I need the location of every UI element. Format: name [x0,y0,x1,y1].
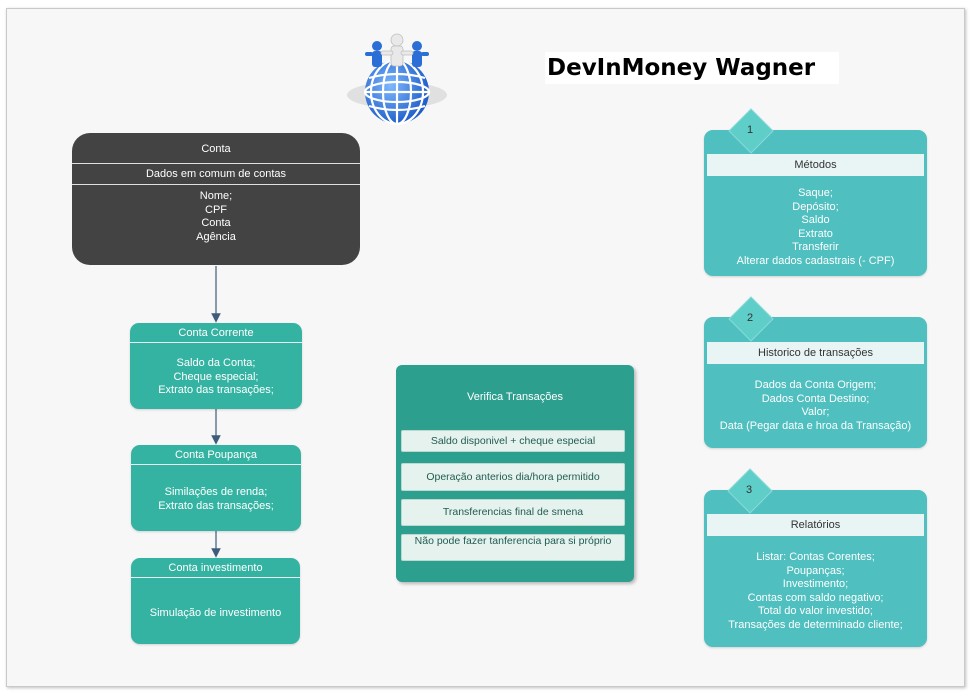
verifica-transacoes-box: Verifica Transações Saldo disponivel + c… [396,365,634,582]
historico-header: Historico de transações [707,342,924,364]
metodos-line: Saldo [801,214,830,226]
conta-investimento-box: Conta investimento Simulação de investim… [131,558,300,644]
relatorios-header: Relatórios [707,514,924,536]
relatorios-line: Total do valor investido; [758,605,873,617]
conta-investimento-body: Simulação de investimento [131,578,300,621]
conta-field: Nome; [199,190,233,202]
conta-poupanca-line: Extrato das transações; [158,499,274,512]
conta-corrente-header: Conta Corrente [130,323,302,343]
verifica-item: Operação anterios dia/hora permitido [401,463,625,491]
metodos-line: Alterar dados cadastrais (- CPF) [736,254,895,267]
metodos-line: Depósito; [792,200,839,213]
metodos-body: Saque; Depósito; Saldo Extrato Transferi… [704,187,927,268]
relatorios-line: Transações de determinado cliente; [728,618,903,631]
verifica-title: Verifica Transações [467,391,563,403]
verifica-item: Transferencias final de smena [401,499,625,526]
conta-poupanca-line: Similações de renda; [164,486,268,498]
relatorios-line: Contas com saldo negativo; [747,591,884,604]
conta-corrente-box: Conta Corrente Saldo da Conta; Cheque es… [130,323,302,409]
conta-investimento-line: Simulação de investimento [149,607,282,619]
historico-box: Historico de transações Dados da Conta O… [704,317,927,448]
page-title: DevInMoney Wagner [545,52,839,84]
historico-line: Valor; [801,406,830,418]
metodos-box: Métodos Saque; Depósito; Saldo Extrato T… [704,130,927,276]
historico-line: Data (Pegar data e hroa da Transação) [719,419,912,432]
conta-field: Conta [201,217,231,229]
people-globe-logo-icon [345,30,450,130]
verifica-item: Saldo disponivel + cheque especial [401,430,625,452]
historico-body: Dados da Conta Origem; Dados Conta Desti… [704,379,927,433]
relatorios-line: Poupanças; [786,564,845,577]
metodos-line: Transferir [792,241,839,253]
number-badge-label: 3 [745,484,753,496]
metodos-header: Métodos [707,154,924,176]
conta-corrente-line: Saldo da Conta; [176,357,256,369]
conta-poupanca-body: Similações de renda; Extrato das transaç… [131,465,301,513]
conta-subheader: Dados em comum de contas [72,163,360,185]
conta-poupanca-box: Conta Poupança Similações de renda; Extr… [131,445,301,531]
metodos-line: Extrato [798,227,833,240]
conta-corrente-line: Cheque especial; [173,370,259,383]
conta-field: CPF [205,203,227,216]
metodos-line: Saque; [798,187,833,199]
conta-poupanca-header: Conta Poupança [131,445,301,465]
number-badge-label: 1 [746,124,754,136]
conta-field: Agência [196,230,236,243]
relatorios-body: Listar: Contas Corentes; Poupanças; Inve… [704,551,927,632]
conta-fields: Nome; CPF Conta Agência [72,185,360,244]
relatorios-line: Listar: Contas Corentes; [756,551,875,563]
relatorios-line: Investimento; [782,578,849,590]
number-badge-label: 2 [746,312,754,324]
verifica-item: Não pode fazer tanferencia para si própr… [401,534,625,561]
relatorios-box: Relatórios Listar: Contas Corentes; Poup… [704,490,927,647]
historico-line: Dados Conta Destino; [761,392,870,405]
conta-box: Conta Dados em comum de contas Nome; CPF… [72,133,360,265]
conta-corrente-body: Saldo da Conta; Cheque especial; Extrato… [130,343,302,398]
historico-line: Dados da Conta Origem; [754,379,877,391]
conta-corrente-line: Extrato das transações; [158,384,274,396]
conta-header: Conta [201,143,231,155]
conta-investimento-header: Conta investimento [131,558,300,578]
